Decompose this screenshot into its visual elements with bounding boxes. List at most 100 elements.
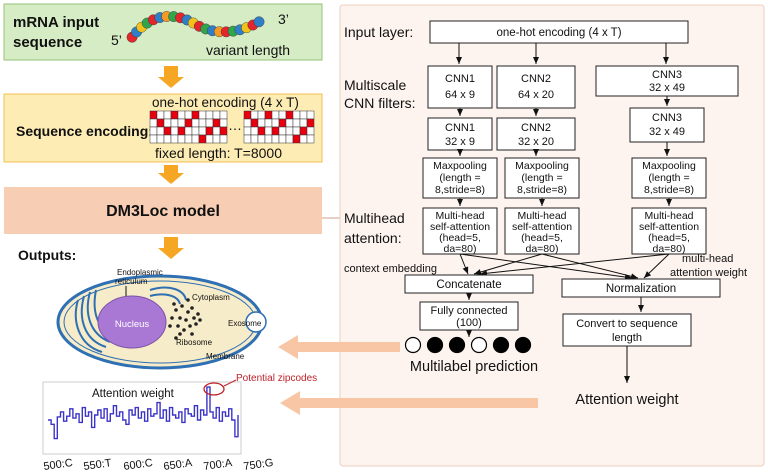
attention-x-tick: 750:G	[243, 457, 274, 473]
ribosome-dot	[190, 306, 194, 310]
onehot-cell	[170, 126, 179, 136]
onehot-cell	[177, 126, 186, 136]
cnn1-second-size: 32 x 9	[445, 136, 475, 148]
ribosome-dot	[178, 332, 182, 336]
maxpool-2-line2: (length =	[521, 172, 562, 184]
onehot-cell	[212, 110, 221, 120]
mha-2-line3: (head=5,	[521, 232, 563, 244]
attention-weight-output-label: Attention weight	[575, 392, 678, 408]
ribosome-dot	[184, 318, 188, 322]
onehot-cell	[299, 118, 308, 128]
maxpool-1-line3: 8,stride=8)	[435, 184, 485, 196]
onehot-cell	[184, 110, 193, 120]
cnn2-second-name: CNN2	[521, 122, 551, 134]
convert-length-line1: Convert to sequence	[576, 318, 678, 330]
prediction-circle	[514, 336, 532, 354]
onehot-cell	[212, 134, 221, 144]
cytoplasm-label: Cytoplasm	[192, 293, 230, 302]
zipcodes-label: Potential zipcodes	[236, 373, 317, 384]
onehot-cell	[212, 118, 221, 128]
onehot-cell	[184, 134, 193, 144]
exosome-vesicle	[245, 311, 267, 333]
maxpool-1-line1: Maxpooling	[433, 160, 487, 172]
onehot-cell	[250, 110, 259, 120]
onehot-cell	[170, 110, 179, 120]
convert-length-line2: length	[612, 332, 642, 344]
onehot-cell	[292, 110, 301, 120]
onehot-cell	[170, 118, 179, 128]
ribosome-dot	[190, 332, 194, 336]
attention-trace	[48, 386, 239, 440]
onehot-cell	[191, 118, 200, 128]
rna-beads	[126, 11, 265, 43]
input-layer-label: Input layer:	[344, 24, 413, 40]
onehot-cell	[205, 126, 214, 136]
zipcode-highlight	[203, 382, 225, 396]
ribosome-dot	[196, 312, 200, 316]
attention-x-tick: 600:C	[123, 457, 154, 473]
cnn2-second-box	[496, 117, 576, 151]
output-arrow-prediction	[278, 335, 400, 359]
onehot-cell	[205, 110, 214, 120]
cnn3-first-name: CNN3	[652, 69, 682, 81]
onehot-cell	[156, 126, 165, 136]
prediction-circle	[448, 336, 466, 354]
onehot-cell	[177, 118, 186, 128]
prediction-circles	[404, 336, 532, 354]
onehot-cell	[177, 110, 186, 120]
onehot-cell	[271, 126, 280, 136]
ribosome-dot	[198, 318, 202, 322]
fixed-length-label: fixed length: T=8000	[155, 145, 282, 161]
onehot-cell	[264, 126, 273, 136]
attention-x-tick: 700:A	[203, 457, 234, 473]
cnn2-second-size: 32 x 20	[518, 136, 554, 148]
onehot-cell	[278, 118, 287, 128]
onehot-cell	[271, 110, 280, 120]
onehot-cell	[250, 126, 259, 136]
mha-3-line2: self-attention	[639, 221, 699, 233]
onehot-cell	[205, 134, 214, 144]
mrna-input-title-line2: sequence	[13, 34, 82, 51]
zipcode-pointer	[223, 379, 237, 387]
cnn2-first-size: 64 x 20	[518, 89, 554, 101]
onehot-cell	[278, 126, 287, 136]
onehot-cell	[163, 134, 172, 144]
prediction-circle	[426, 336, 444, 354]
prediction-circle	[404, 336, 422, 354]
multihead-weight-label-2: attention weight	[670, 267, 747, 279]
multihead-label-1: Multihead	[344, 210, 405, 226]
onehot-cell	[306, 110, 315, 120]
convert-length-box	[562, 313, 692, 347]
onehot-cell	[306, 126, 315, 136]
mrna-input-title-line1: mRNA input	[13, 14, 99, 31]
mha-2-box	[504, 207, 580, 255]
three-prime-label: 3’	[278, 11, 289, 27]
onehot-cell	[219, 126, 228, 136]
onehot-cell	[292, 134, 301, 144]
er-label: Endoplasmic	[117, 268, 163, 277]
onehot-cell	[243, 126, 252, 136]
maxpool-3-line2: (length =	[648, 172, 689, 184]
context-embedding-label: context embedding	[344, 263, 437, 275]
onehot-input-label: one-hot encoding (4 x T)	[496, 27, 621, 39]
mha-1-line4: da=80)	[444, 243, 477, 255]
variant-length-label: variant length	[206, 42, 290, 58]
onehot-cell	[257, 110, 266, 120]
onehot-cell	[278, 110, 287, 120]
outputs-label: Outputs:	[18, 247, 76, 263]
five-prime-label: 5’	[111, 32, 122, 48]
onehot-cell	[264, 110, 273, 120]
mha-3-line1: Multi-head	[644, 210, 693, 222]
onehot-cell	[285, 126, 294, 136]
cnn2-first-name: CNN2	[521, 73, 551, 85]
er-label-2: reticulum	[115, 277, 148, 286]
onehot-cell	[243, 118, 252, 128]
mha-2-line2: self-attention	[512, 221, 572, 233]
attention-x-tick: 500:C	[43, 457, 74, 473]
ribosome-dots	[168, 298, 202, 340]
cnn3-first-box	[595, 65, 739, 97]
ribosome-dot	[174, 308, 178, 312]
onehot-cell	[299, 126, 308, 136]
onehot-cell	[212, 126, 221, 136]
